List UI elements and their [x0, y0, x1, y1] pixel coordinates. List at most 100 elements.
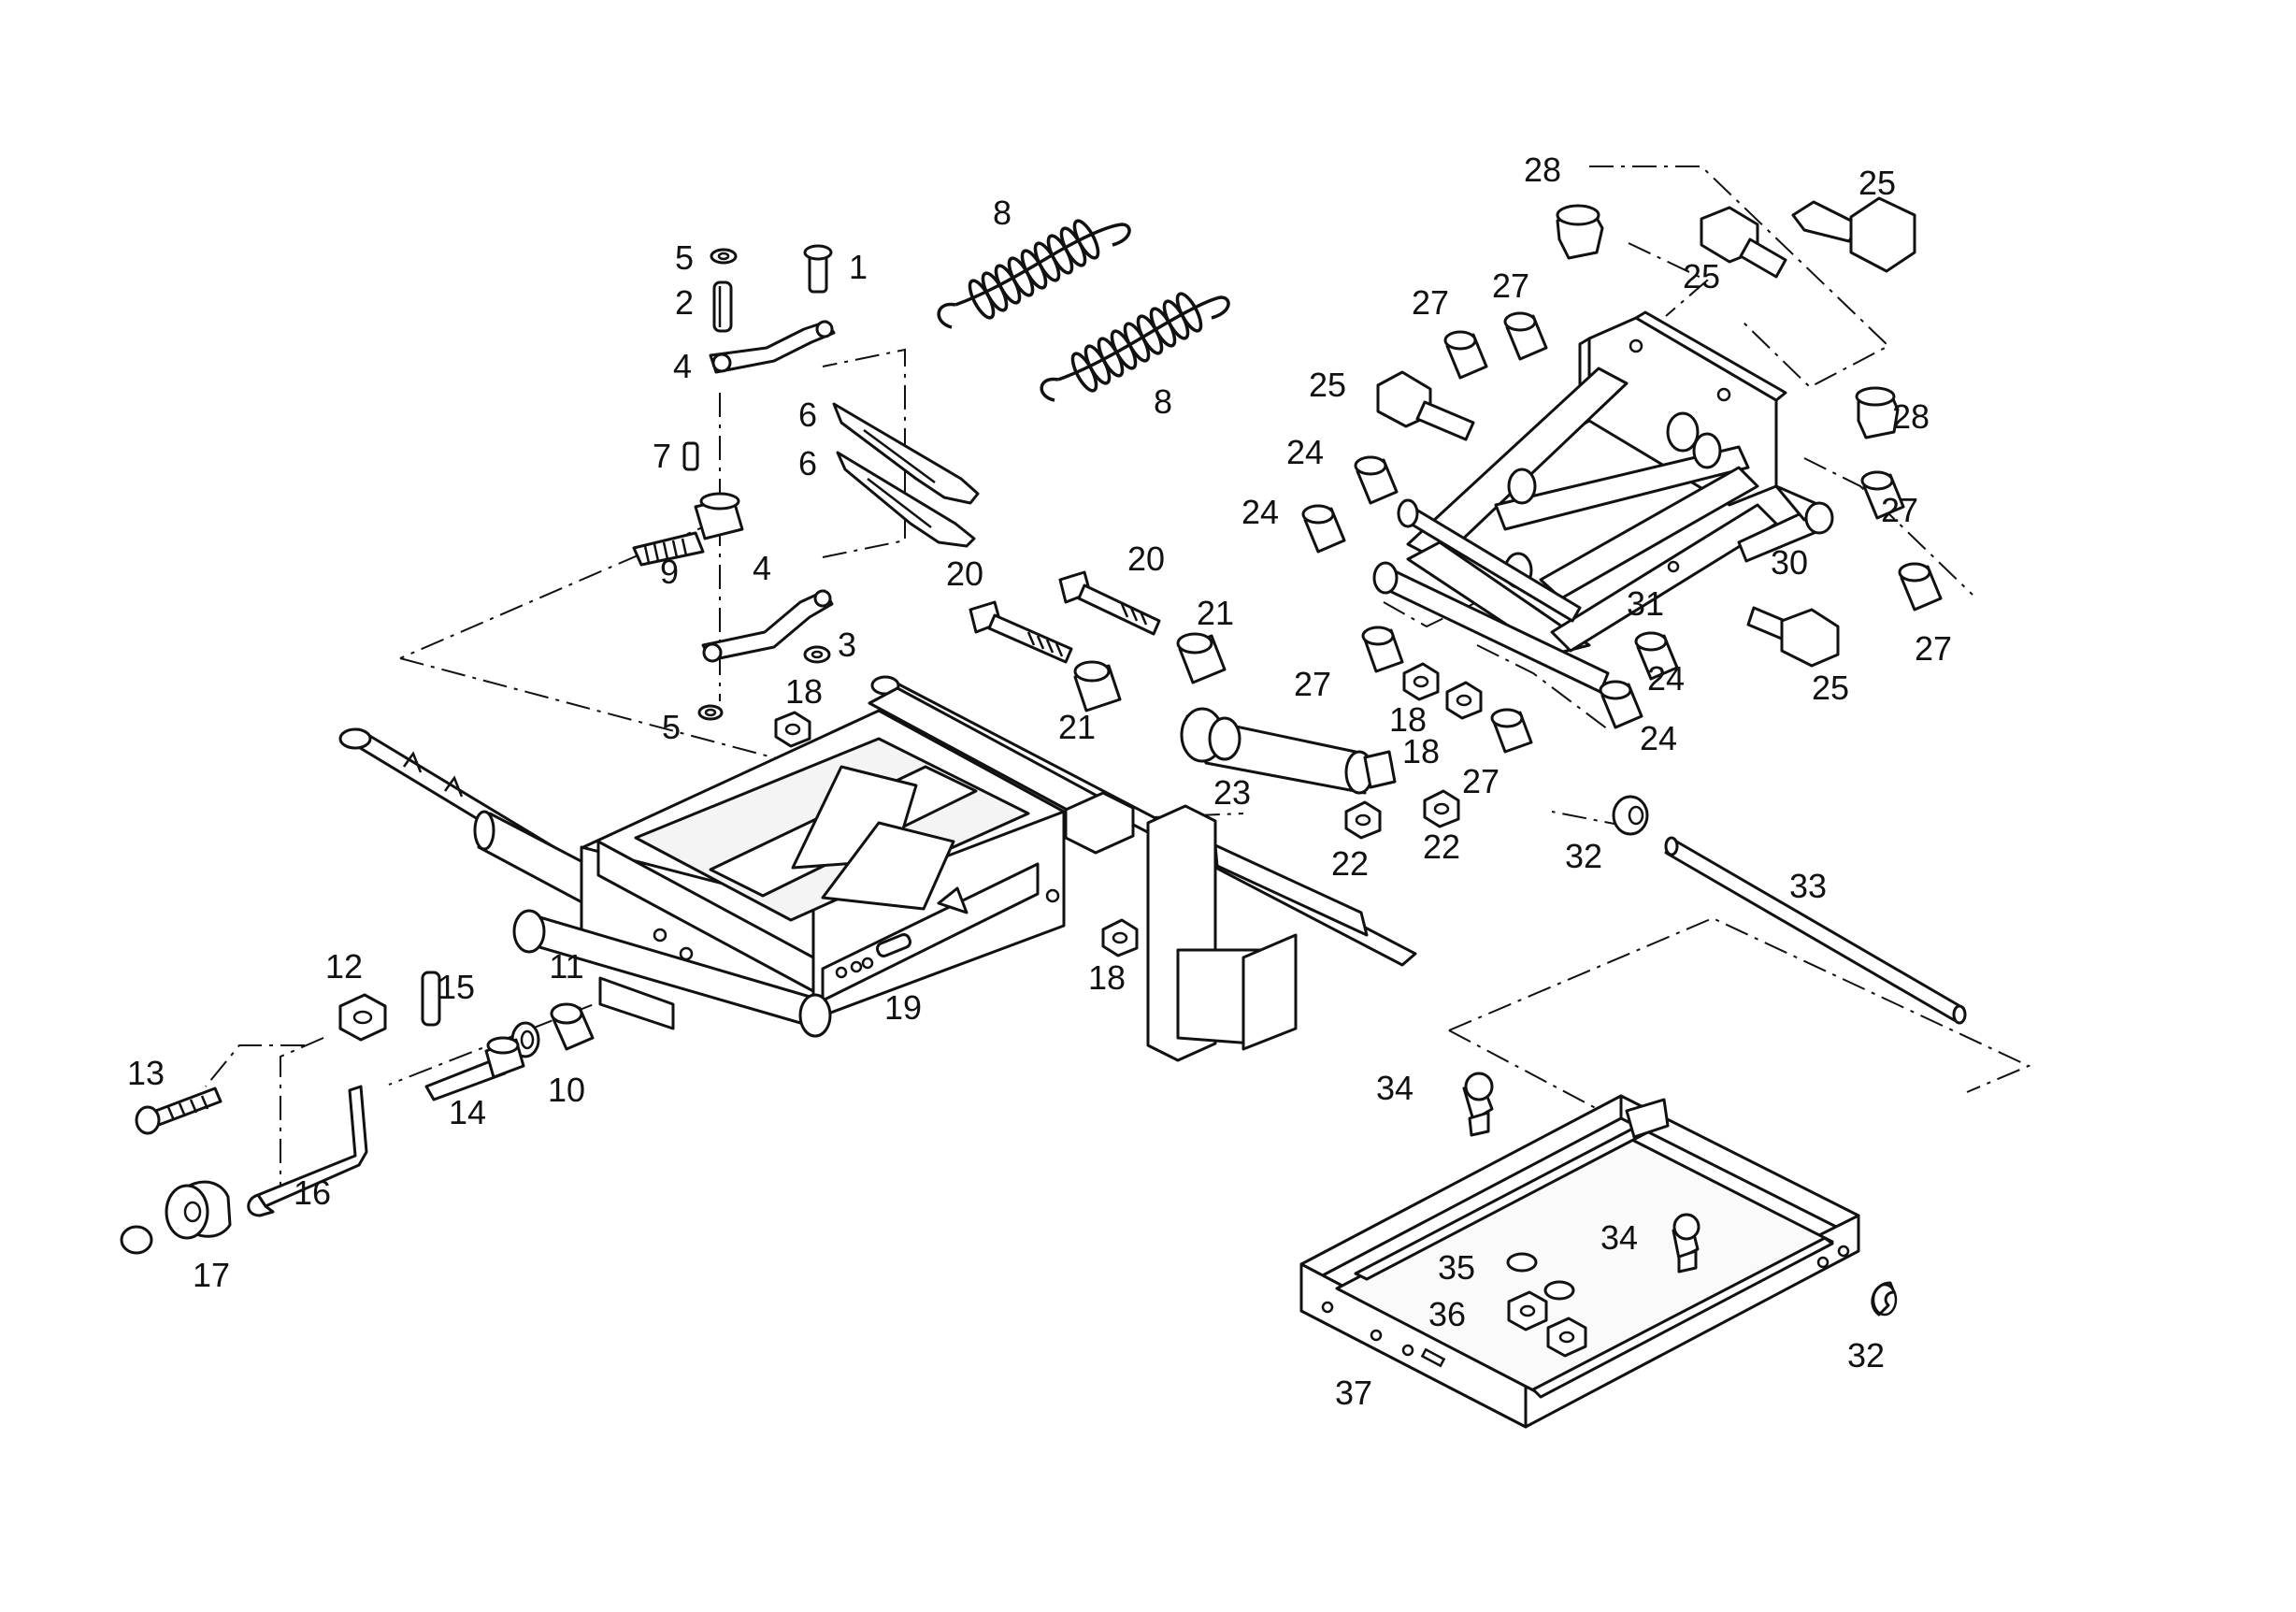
bushing-27-b — [1503, 311, 1548, 361]
roll-pin-2 — [712, 281, 733, 333]
part-label-18: 18 — [1389, 700, 1427, 739]
nut-22-left — [1344, 800, 1382, 840]
bottom-frame-37 — [1299, 1094, 1860, 1429]
nut-18-center — [1101, 918, 1139, 957]
lever-plates-6 — [832, 402, 980, 548]
part-label-32: 32 — [1847, 1336, 1885, 1375]
nuts-18-right-pair — [1402, 662, 1483, 720]
part-label-20: 20 — [946, 554, 983, 593]
nuts-36 — [1507, 1290, 1587, 1358]
damper-23 — [1180, 707, 1397, 795]
bushing-24-b — [1301, 504, 1346, 554]
bushing-27-c — [1860, 470, 1905, 520]
washer-3 — [803, 645, 831, 664]
nut-22-right — [1423, 789, 1460, 828]
part-label-9: 9 — [660, 553, 679, 591]
part-label-6: 6 — [798, 444, 817, 482]
part-label-24: 24 — [1286, 433, 1324, 471]
part-label-25: 25 — [1858, 164, 1896, 202]
part-label-30: 30 — [1771, 543, 1808, 582]
part-label-27: 27 — [1462, 762, 1500, 800]
tension-spring-8-lower — [1040, 292, 1230, 402]
part-label-32: 32 — [1565, 837, 1602, 875]
bolt-25-top-right — [1791, 196, 1916, 273]
nut-12 — [338, 993, 387, 1042]
part-label-25: 25 — [1683, 257, 1720, 295]
pin-1 — [803, 244, 833, 294]
bushing-27-d — [1898, 562, 1943, 612]
part-label-24: 24 — [1647, 659, 1685, 698]
cap-28-top — [1556, 204, 1604, 260]
part-label-25: 25 — [1812, 669, 1849, 707]
part-label-34: 34 — [1376, 1069, 1413, 1107]
part-label-27: 27 — [1881, 491, 1918, 529]
bolt-20-left — [969, 600, 1073, 664]
bolt-25-left — [1376, 370, 1475, 441]
base-frame-19 — [512, 709, 1066, 1038]
part-label-28: 28 — [1524, 151, 1561, 189]
shaft-33 — [1664, 836, 1967, 1025]
part-label-23: 23 — [1213, 773, 1251, 812]
front-crossbar-frame — [868, 675, 1417, 1062]
part-label-24: 24 — [1241, 493, 1279, 531]
part-label-27: 27 — [1492, 266, 1529, 305]
part-label-34: 34 — [1600, 1218, 1638, 1257]
washer-32-upper — [1612, 795, 1649, 836]
part-label-21: 21 — [1058, 708, 1096, 746]
part-label-15: 15 — [438, 968, 475, 1006]
part-label-12: 12 — [325, 947, 363, 986]
part-label-33: 33 — [1789, 867, 1827, 905]
screw-13 — [135, 1087, 222, 1135]
bushing-24-d — [1599, 680, 1643, 729]
bolt-20-right — [1058, 570, 1161, 636]
part-label-36: 36 — [1428, 1295, 1466, 1333]
washer-5-bottom — [697, 704, 724, 721]
part-label-27: 27 — [1412, 283, 1449, 322]
part-label-5: 5 — [675, 238, 694, 277]
bushing-11 — [550, 1002, 595, 1051]
part-number-labels: 1234455667889101112131415161718181818192… — [127, 151, 1952, 1412]
part-label-31: 31 — [1627, 584, 1664, 623]
part-label-27: 27 — [1294, 665, 1331, 703]
part-label-22: 22 — [1423, 828, 1460, 866]
part-label-24: 24 — [1640, 719, 1677, 757]
bushing-27-a — [1443, 330, 1488, 380]
bushing-27-f — [1490, 708, 1533, 754]
bushing-27-e — [1361, 626, 1404, 673]
part-label-3: 3 — [838, 626, 856, 664]
link-plate-4-lower — [701, 589, 834, 663]
washers-35 — [1506, 1252, 1575, 1301]
part-label-35: 35 — [1438, 1248, 1475, 1287]
part-label-8: 8 — [1154, 382, 1172, 421]
roll-pin-15 — [421, 971, 441, 1027]
shaft-9 — [632, 492, 744, 567]
part-label-18: 18 — [1088, 958, 1126, 997]
nut-18-upper-left — [774, 711, 811, 748]
link-plate-4-upper — [709, 320, 836, 374]
bushing-24-a — [1354, 455, 1399, 505]
cap-28-right — [1855, 386, 1900, 439]
part-label-25: 25 — [1309, 366, 1346, 404]
bushing-24-c — [1634, 631, 1679, 681]
part-label-19: 19 — [884, 988, 922, 1027]
washer-5-top — [710, 248, 738, 265]
shaft-14 — [424, 1036, 525, 1101]
part-label-27: 27 — [1915, 629, 1952, 668]
part-label-21: 21 — [1197, 594, 1234, 632]
part-label-4: 4 — [753, 549, 771, 587]
scissor-arm-assembly — [1372, 310, 1834, 694]
part-label-13: 13 — [127, 1054, 165, 1092]
tension-spring-8-upper — [937, 219, 1131, 329]
bushing-21-lower — [1073, 660, 1122, 712]
pin-7 — [682, 441, 699, 471]
part-label-16: 16 — [294, 1173, 331, 1212]
grease-stud-34-left — [1462, 1072, 1494, 1137]
part-label-20: 20 — [1127, 540, 1165, 578]
part-label-7: 7 — [653, 437, 671, 475]
bushing-21-upper — [1176, 632, 1227, 684]
part-label-1: 1 — [849, 248, 868, 286]
lever-16 — [247, 1085, 368, 1217]
grease-stud-34-right — [1672, 1213, 1700, 1274]
part-label-8: 8 — [993, 194, 1012, 232]
